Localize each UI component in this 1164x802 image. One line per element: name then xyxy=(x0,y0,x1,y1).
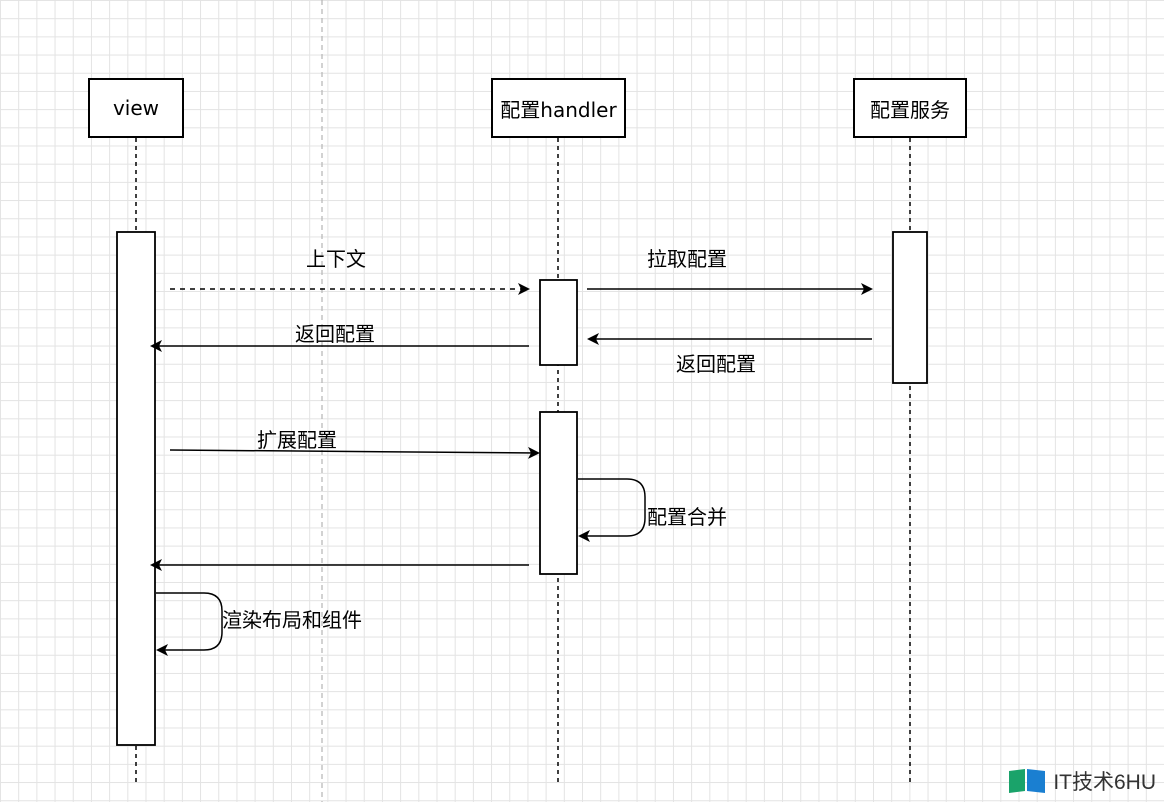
activation-service xyxy=(892,231,928,384)
label-render-layout: 渲染布局和组件 xyxy=(222,608,362,632)
participant-view: view xyxy=(88,78,184,138)
participant-config-handler: 配置handler xyxy=(491,78,626,138)
label-return-config-service: 返回配置 xyxy=(676,352,756,376)
activation-handler-1 xyxy=(539,279,578,366)
label-extend-config: 扩展配置 xyxy=(257,428,337,452)
watermark: IT技术6HU xyxy=(1007,766,1156,796)
arrow-render-layout xyxy=(156,592,223,656)
label-merge-config: 配置合并 xyxy=(647,505,727,529)
watermark-text: IT技术6HU xyxy=(1053,771,1156,794)
label-context: 上下文 xyxy=(306,247,366,271)
participant-config-service: 配置服务 xyxy=(853,78,967,138)
activation-handler-2 xyxy=(539,411,578,575)
arrow-merge-config xyxy=(578,478,646,542)
activation-view xyxy=(116,231,156,746)
book-logo-icon xyxy=(1009,769,1046,793)
arrow-extend-config xyxy=(169,446,540,459)
label-return-config-handler: 返回配置 xyxy=(295,322,375,346)
label-pull-config: 拉取配置 xyxy=(647,247,727,271)
